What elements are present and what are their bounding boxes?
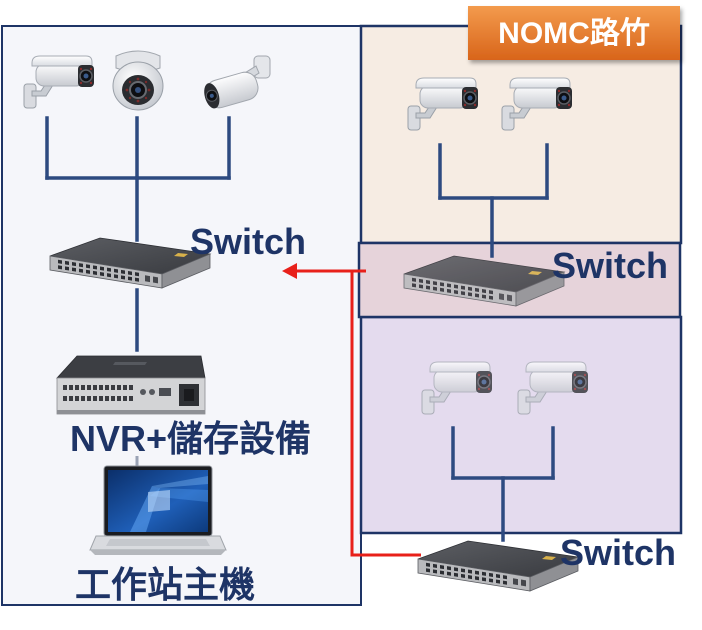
switch-right-bottom-label: Switch [560, 532, 676, 573]
site-badge-label: NOMC路竹 [498, 17, 650, 50]
left-camera-connectors [45, 116, 231, 470]
nvr-recorder-icon [56, 355, 206, 415]
switch-right-bottom-icon [417, 540, 579, 592]
site-badge: NOMC路竹 [468, 6, 680, 60]
laptop-workstation-icon [89, 465, 227, 556]
uplink-arrow [282, 263, 421, 557]
nvr-label: NVR+儲存設備 [70, 418, 311, 459]
dome-camera-icon [112, 50, 164, 111]
workstation-label: 工作站主機 [75, 564, 255, 605]
switch-left-label: Switch [190, 221, 306, 262]
right-top-camera-connectors [438, 143, 549, 258]
uplink-arrowhead-icon [282, 263, 297, 279]
right-bottom-camera-connectors [451, 426, 555, 542]
switch-right-top-label: Switch [552, 245, 668, 286]
uplink-line-bottom [350, 271, 421, 557]
zone-remote-cameras-bottom [359, 315, 683, 535]
zone-remote-cameras-top [359, 24, 683, 245]
site-badge-background [468, 6, 680, 60]
